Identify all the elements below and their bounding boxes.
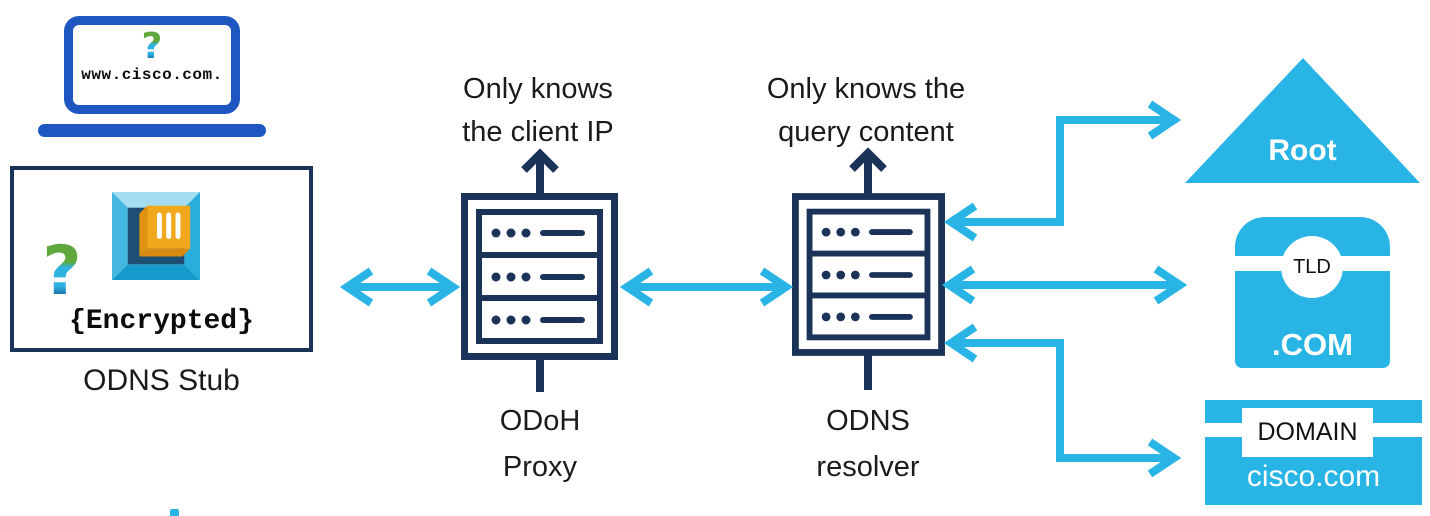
root-triangle-icon bbox=[1185, 58, 1420, 183]
resolver-label-line1: ODNS bbox=[826, 405, 910, 437]
domain-server-card: DOMAIN cisco.com bbox=[1205, 400, 1422, 505]
arrow-up-proxy bbox=[521, 148, 559, 196]
question-icon: ? bbox=[42, 232, 81, 306]
arrow-resolver-domain bbox=[943, 323, 1182, 478]
encrypted-label: {Encrypted} bbox=[69, 306, 254, 337]
proxy-note: Only knows the client IP bbox=[413, 68, 663, 154]
bottom-edge-speck bbox=[170, 509, 179, 516]
client-query-text: www.cisco.com. bbox=[81, 66, 223, 84]
question-glyph: ? bbox=[42, 232, 81, 306]
resolver-label-line2: resolver bbox=[816, 451, 920, 483]
tld-server-card: TLD .COM bbox=[1235, 217, 1390, 368]
domain-label: cisco.com bbox=[1246, 460, 1381, 493]
server-icon-proxy bbox=[461, 193, 618, 360]
domain-badge: DOMAIN bbox=[1242, 408, 1373, 457]
arrow-proxy-resolver bbox=[619, 267, 794, 307]
question-icon: ? bbox=[142, 26, 163, 65]
server-icon-resolver bbox=[792, 193, 945, 356]
resolver-note: Only knows the query content bbox=[741, 68, 991, 154]
proxy-note-line1: Only knows bbox=[463, 73, 613, 105]
arrow-stub-proxy bbox=[339, 267, 461, 307]
arrow-up-resolver bbox=[849, 147, 887, 195]
resolver-note-line1: Only knows the bbox=[766, 73, 966, 105]
odns-stub-box: ? {Encrypted} bbox=[10, 166, 313, 352]
proxy-note-line2: the client IP bbox=[462, 116, 614, 148]
proxy-label: ODoH Proxy bbox=[455, 398, 625, 490]
tld-label: .COM bbox=[1272, 327, 1353, 362]
odns-stub-label: ODNS Stub bbox=[83, 364, 240, 397]
client-laptop-screen: ? www.cisco.com. bbox=[64, 16, 240, 114]
proxy-label-line2: Proxy bbox=[502, 451, 578, 483]
laptop-base bbox=[38, 124, 266, 137]
root-label: Root bbox=[1268, 134, 1337, 167]
proxy-label-line1: ODoH bbox=[499, 405, 581, 437]
tld-badge: TLD bbox=[1281, 236, 1343, 298]
resolver-note-line2: query content bbox=[778, 116, 954, 148]
resolver-label: ODNS resolver bbox=[783, 398, 953, 490]
firmware-cube-icon bbox=[112, 192, 200, 280]
question-glyph: ? bbox=[142, 26, 163, 65]
arrow-resolver-tld bbox=[941, 265, 1188, 305]
